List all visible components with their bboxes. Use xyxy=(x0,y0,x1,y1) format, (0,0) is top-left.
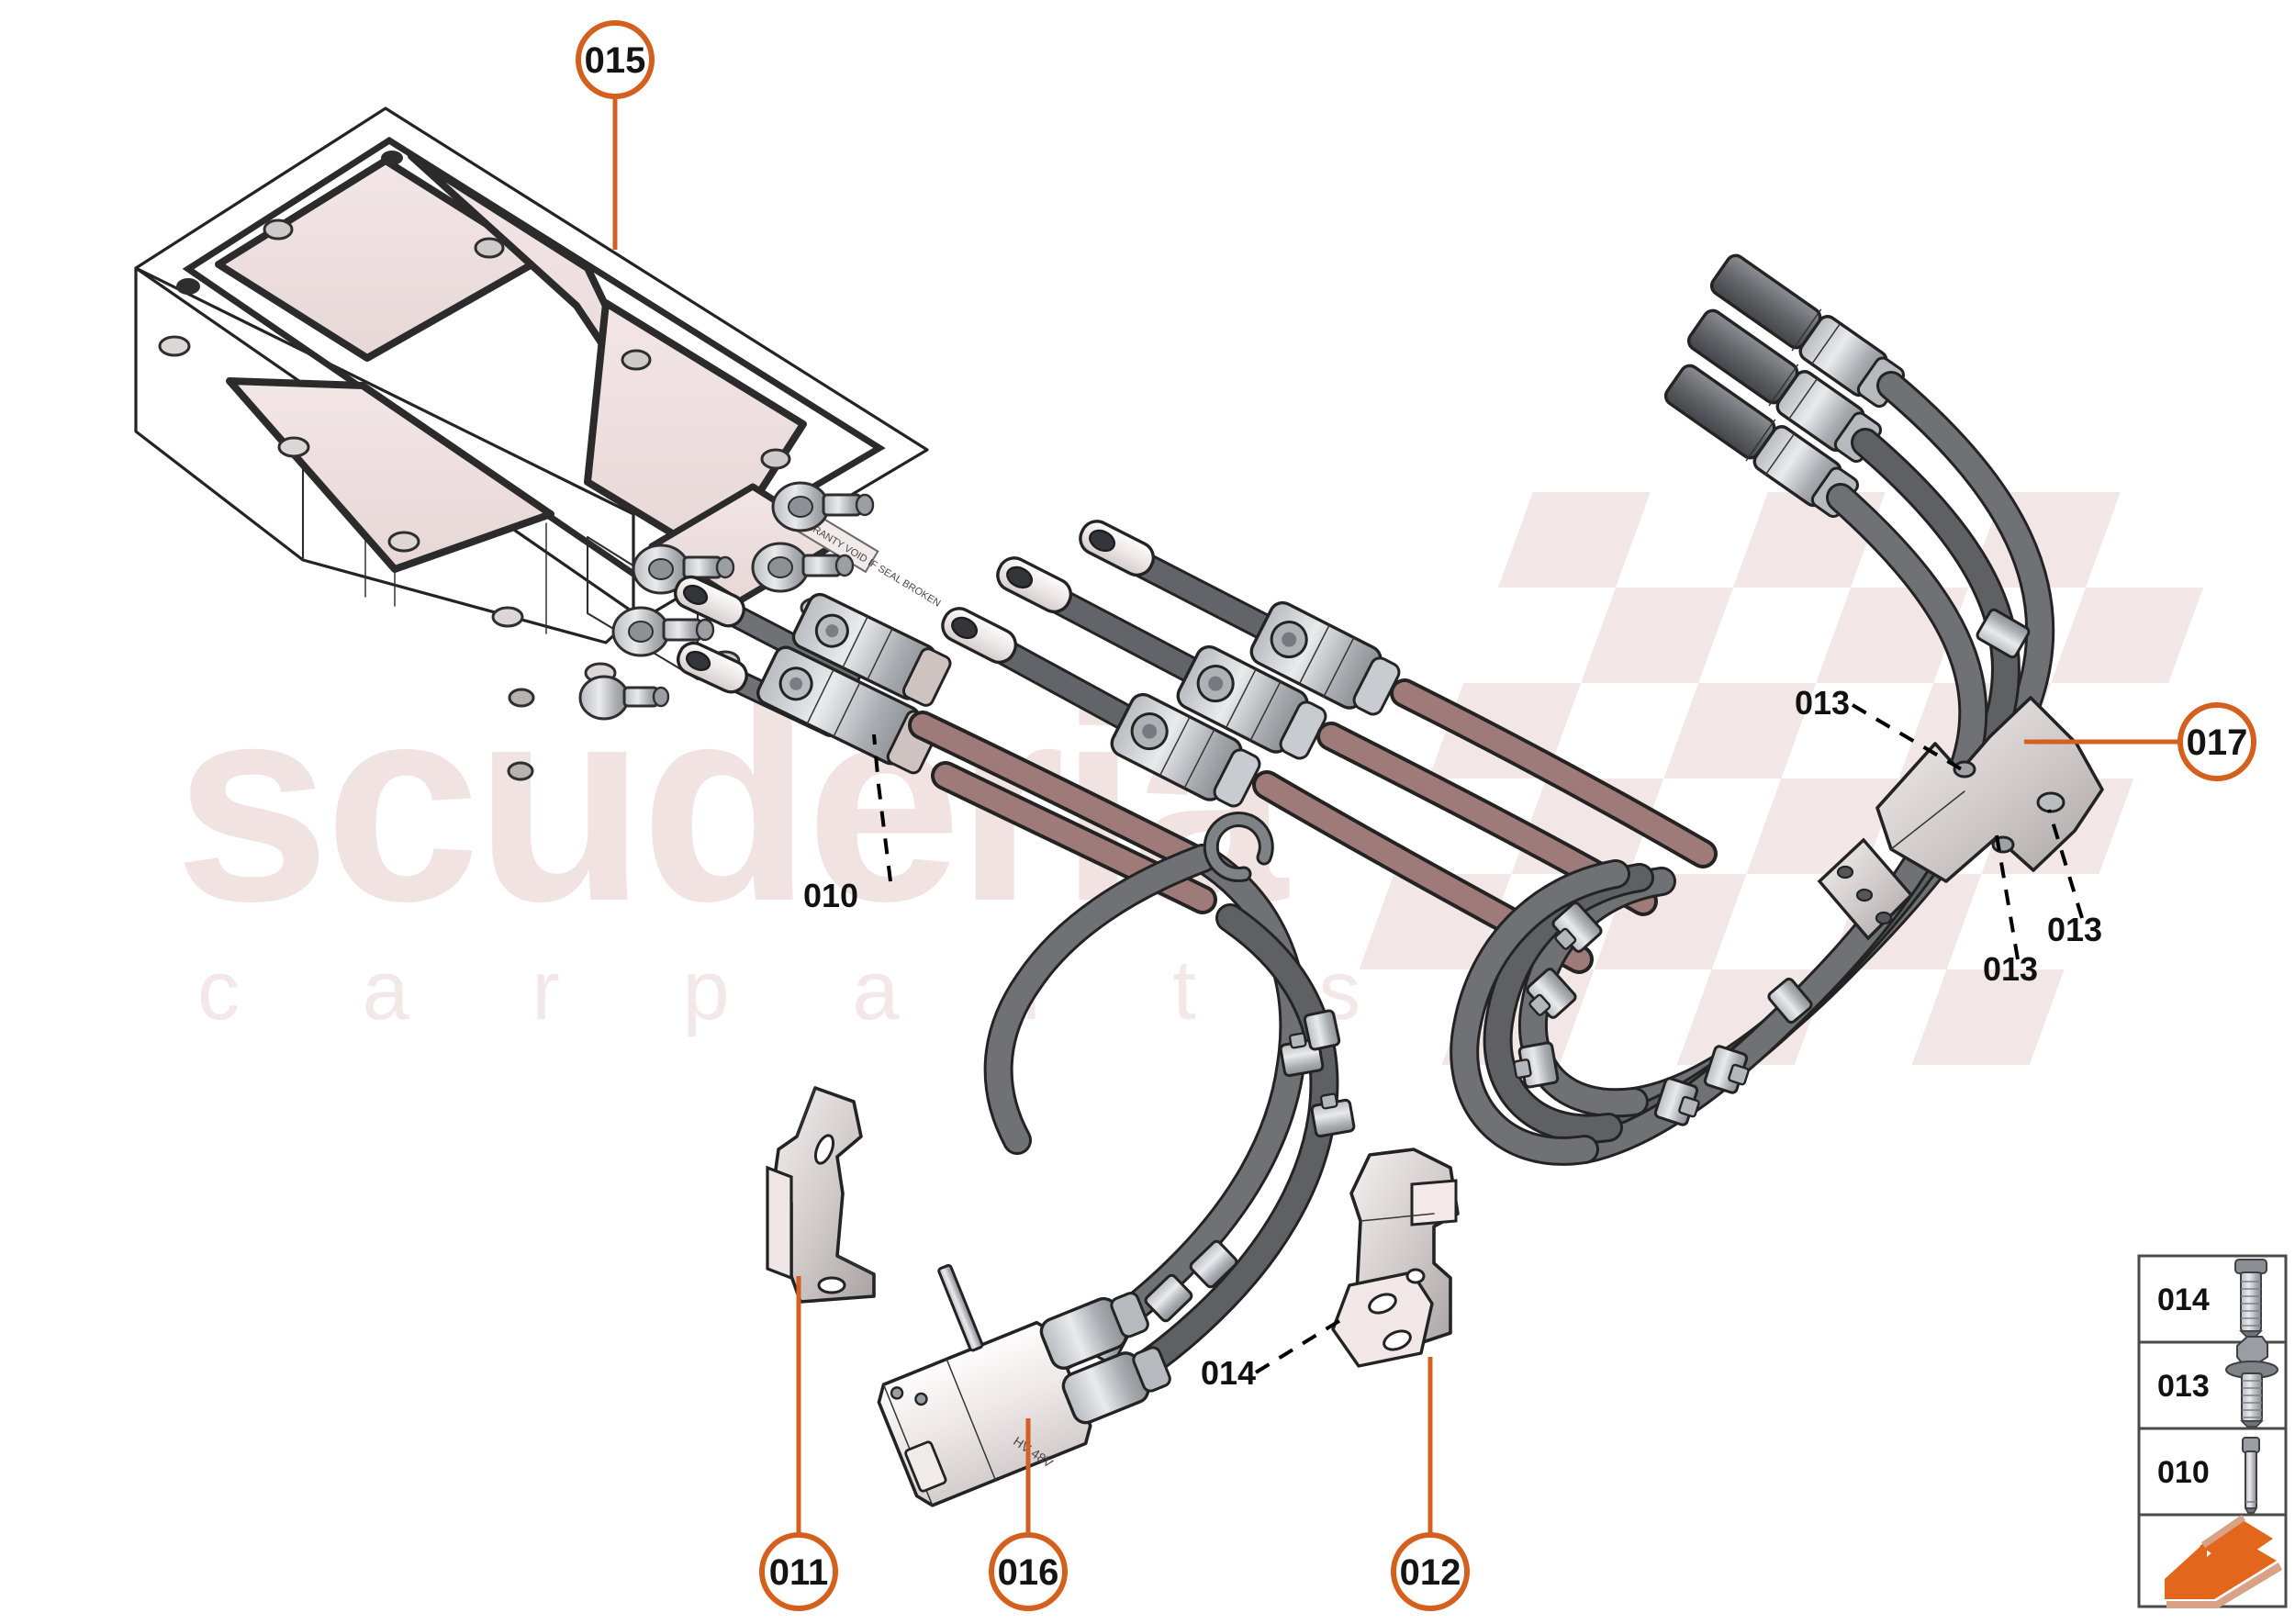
watermark-subtitle: c a r p a r t s xyxy=(197,944,1410,1037)
part-017-rear-hv-harness[interactable] xyxy=(1450,250,2104,1166)
callout-015-number: 015 xyxy=(585,40,646,81)
label-013-mid-text: 013 xyxy=(2047,911,2102,948)
flag-tile xyxy=(2051,588,2204,683)
hv-cable-connector[interactable] xyxy=(1173,643,1331,767)
bracket-left-flange xyxy=(766,1165,793,1281)
bracket-left-bolt-hole xyxy=(817,1276,846,1294)
label-013-mid: 013 xyxy=(2047,809,2102,948)
callout-017-number: 017 xyxy=(2187,722,2248,763)
callout-012-bubble[interactable] xyxy=(1391,1532,1470,1611)
label-014: 014 xyxy=(1201,1313,1351,1392)
callout-015-bubble[interactable] xyxy=(576,20,655,99)
callout-011[interactable]: 011 xyxy=(759,1276,838,1611)
legend-row-logo xyxy=(2137,1513,2288,1608)
callout-012-number: 012 xyxy=(1400,1552,1461,1593)
callout-016[interactable]: 016 xyxy=(989,1418,1068,1611)
lower-run-clips xyxy=(1085,1009,1356,1365)
bracket-left-slot xyxy=(813,1134,835,1165)
callout-017-bubble[interactable] xyxy=(2177,702,2256,781)
callout-011-bubble[interactable] xyxy=(759,1532,838,1611)
connector-latch-slot xyxy=(904,1440,947,1493)
inverter-pocket-3 xyxy=(226,377,554,573)
bracket-bolt-hole-upper xyxy=(1953,760,1976,778)
harness-plug-ends xyxy=(1663,253,1905,519)
callout-017[interactable]: 017 xyxy=(2024,702,2256,781)
label-010-leader xyxy=(872,734,892,882)
hv-triple-cable-terminals[interactable] xyxy=(937,516,1718,974)
legend-014-number: 014 xyxy=(2157,1282,2210,1317)
part-010-hv-cable-pair[interactable] xyxy=(670,572,1217,914)
label-010-text: 010 xyxy=(803,877,858,914)
flag-tile xyxy=(1581,588,1733,683)
connector-interlock-blade xyxy=(937,1263,984,1352)
label-013-upper-leader xyxy=(1851,703,1966,773)
brand-arrow-logo xyxy=(2165,1515,2282,1608)
callout-015[interactable]: 015 xyxy=(576,20,655,250)
label-013-upper-text: 013 xyxy=(1795,684,1850,722)
label-013-lower: 013 xyxy=(1983,834,2038,988)
bracket-right-bolt-hole xyxy=(1405,1268,1426,1284)
callout-012[interactable]: 012 xyxy=(1391,1357,1470,1611)
label-013-lower-text: 013 xyxy=(1983,950,2038,988)
callout-016-bubble[interactable] xyxy=(989,1532,1068,1611)
open-cable-c-clip xyxy=(1203,812,1274,883)
legend-row-014[interactable]: 014 xyxy=(2137,1254,2288,1344)
part-016-hv-connector-module[interactable]: HV 48V xyxy=(841,1204,1185,1520)
bracket-right-slot-1 xyxy=(1368,1293,1397,1315)
callout-016-number: 016 xyxy=(998,1552,1059,1593)
flag-tile xyxy=(1498,492,1651,588)
hv-cable-upper xyxy=(673,575,861,687)
part-012-cable-bracket-right[interactable] xyxy=(1331,1148,1460,1368)
hv-cable-connector[interactable] xyxy=(1107,690,1265,814)
bracket-right-slot-2 xyxy=(1383,1329,1412,1351)
label-013-upper: 013 xyxy=(1795,684,1966,773)
bracket-right-tab xyxy=(1410,1179,1458,1226)
harness-loop-3 xyxy=(1452,862,1628,1163)
label-013-mid-leader xyxy=(2047,809,2084,919)
hv-terminal-cable-1 xyxy=(1079,520,1718,868)
flag-tile xyxy=(1911,969,2065,1065)
label-013-lower-leader xyxy=(1995,834,2020,960)
label-014-leader xyxy=(1254,1313,1351,1374)
flag-tile xyxy=(1663,683,1817,778)
legend-013-number: 013 xyxy=(2157,1369,2210,1404)
label-014-text: 014 xyxy=(1201,1354,1256,1392)
legend-row-013[interactable]: 013 xyxy=(2137,1336,2288,1430)
label-010: 010 xyxy=(803,734,892,914)
socket-head-screw-icon xyxy=(2242,1437,2260,1514)
inverter-hv-terminal-ports xyxy=(578,481,875,721)
callout-011-number: 011 xyxy=(769,1552,829,1593)
part-015-inverter-unit[interactable]: WARRANTY VOID IF SEAL BROKEN xyxy=(134,106,946,781)
part-011-cable-bracket-left[interactable] xyxy=(766,1086,876,1304)
flange-bolt-icon xyxy=(2225,1336,2278,1428)
bracket-left-body xyxy=(771,1086,876,1304)
hv-cable-run-sheath xyxy=(912,714,1204,869)
hv-cable-connector[interactable] xyxy=(1247,599,1405,722)
hex-head-bolt-icon xyxy=(2234,1259,2267,1338)
legend-010-number: 010 xyxy=(2157,1455,2210,1490)
branch-cable xyxy=(986,846,1215,1152)
legend-row-010[interactable]: 010 xyxy=(2137,1427,2288,1517)
